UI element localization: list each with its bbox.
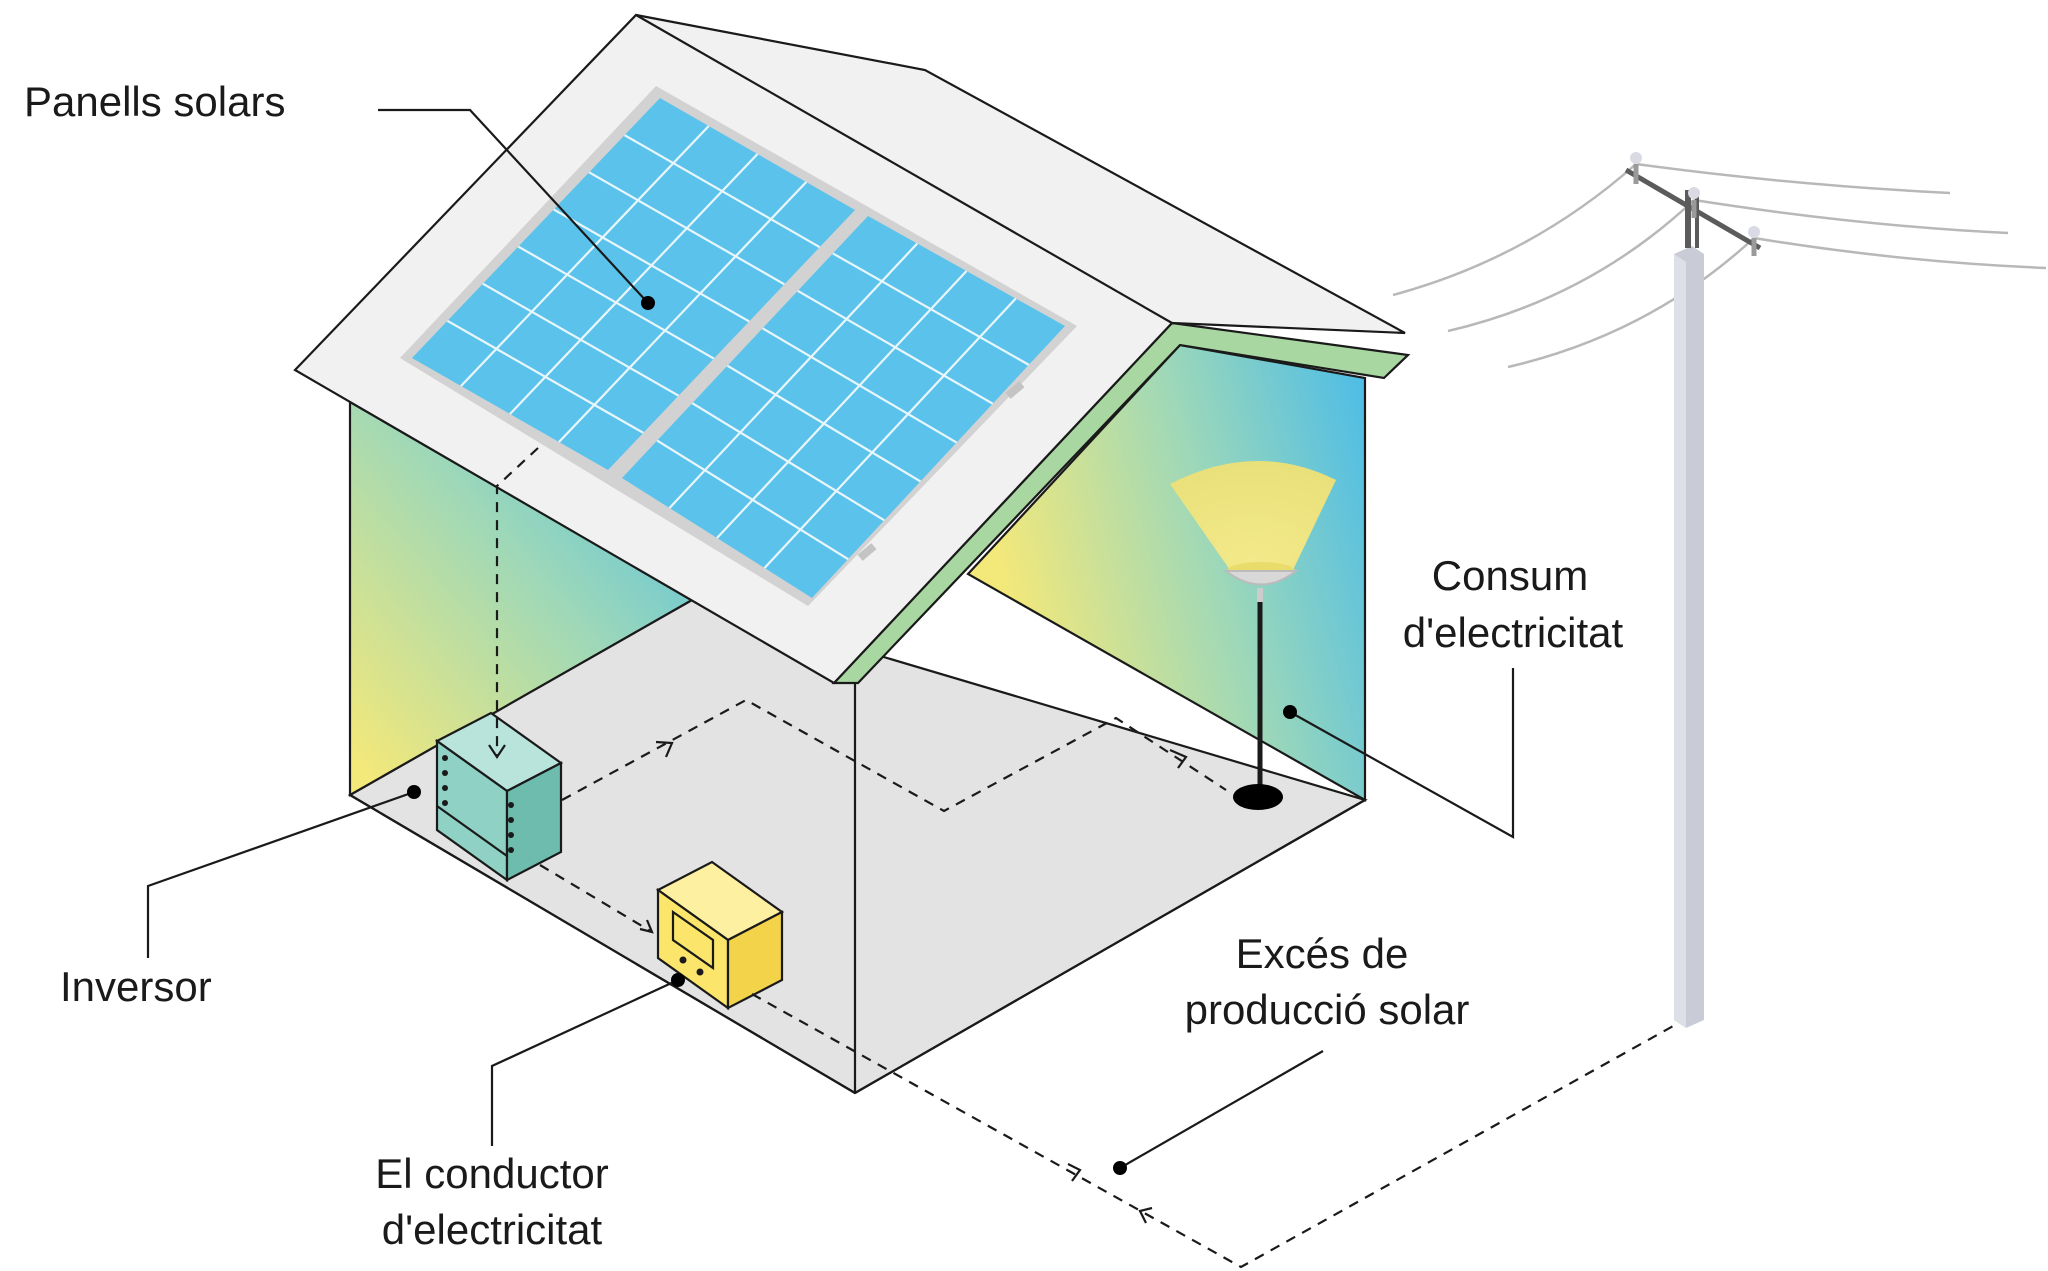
panel-grid-line <box>656 439 849 561</box>
panel-grid-line <box>558 181 808 443</box>
flow-meter-to-grid <box>751 993 1676 1269</box>
callout-leaders <box>146 108 1515 1175</box>
floor-front-left-edge <box>349 794 856 1094</box>
panel-grid-line <box>446 319 644 434</box>
flow-inverter-to-lamp <box>561 698 1227 813</box>
panel-grid-line <box>691 402 885 522</box>
label-excess-line2: producció solar <box>1185 986 1470 1033</box>
right-wall <box>966 343 1367 802</box>
panel-grid-lines <box>446 125 1030 569</box>
panel-grid-line <box>763 297 1017 569</box>
panel-clip <box>1005 381 1025 399</box>
energy-flow <box>488 447 1676 1269</box>
panels-leader-dot <box>641 296 655 310</box>
floor-front-right-edge <box>854 799 1366 1094</box>
roof-ridge-line <box>635 14 1173 324</box>
panel-grid-line <box>726 364 921 483</box>
utility-pole-icon <box>1392 152 2047 1028</box>
flow-inverter-to-meter <box>539 864 653 933</box>
panel-clip <box>857 543 877 561</box>
panel-right-cells <box>622 216 1065 598</box>
consumption-leader-dot <box>1283 705 1297 719</box>
panel-grid-line <box>762 327 958 444</box>
label-inverter: Inversor <box>60 963 212 1010</box>
panel-grid-line <box>624 134 821 249</box>
consumption-leader <box>1289 668 1515 839</box>
excess-leader <box>1119 1050 1324 1169</box>
panel-grid-line <box>588 171 785 286</box>
label-meter-line2: d'electricitat <box>382 1206 603 1253</box>
excess-leader-dot <box>1113 1161 1127 1175</box>
panel-grid-line <box>509 153 759 415</box>
floor-lamp-icon <box>1170 460 1336 810</box>
lamp-light-cone <box>1170 460 1336 570</box>
panels-leader <box>378 108 649 304</box>
label-consumption-line2: d'electricitat <box>1403 609 1624 656</box>
electric-meter-icon <box>655 860 785 1011</box>
label-meter-line1: El conductor <box>375 1150 608 1197</box>
meter-leader-dot <box>671 973 685 987</box>
power-wires <box>1392 162 2047 369</box>
panel-grid-line <box>668 242 919 509</box>
inverter-leader <box>146 790 415 958</box>
panel-grid-line <box>832 252 1030 366</box>
panel-grid-line <box>797 289 994 405</box>
panel-grid-line <box>553 208 750 323</box>
meter-leader <box>490 979 679 1146</box>
labels: Panells solars Consum d'electricitat Inv… <box>24 78 1624 1253</box>
panel-grid-line <box>460 125 710 387</box>
panel-grid-line <box>517 245 715 360</box>
label-consumption-line1: Consum <box>1432 552 1588 599</box>
flow-panel-to-inverter <box>495 447 539 757</box>
panel-grid-line <box>716 270 968 539</box>
inverter-box-icon <box>434 711 564 883</box>
label-excess-line1: Excés de <box>1236 930 1409 977</box>
panel-grid-line <box>482 282 680 397</box>
label-panels: Panells solars <box>24 78 285 125</box>
inverter-leader-dot <box>407 785 421 799</box>
